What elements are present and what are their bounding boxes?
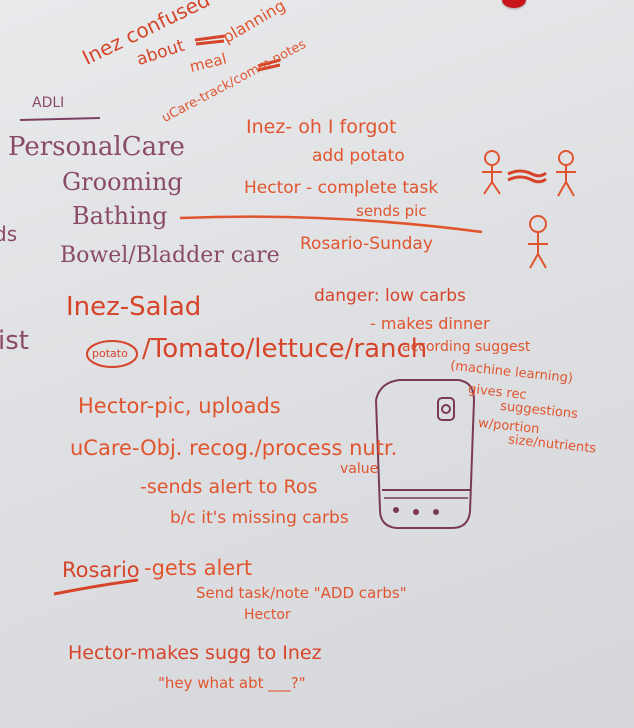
note-add-potato: add potato <box>312 146 405 166</box>
note-danger-low-carbs: danger: low carbs <box>314 286 466 306</box>
category-personal-care: PersonalCare <box>8 132 185 162</box>
red-magnet <box>502 0 526 8</box>
rosario-underline <box>53 578 139 596</box>
stick-figure-3 <box>528 215 548 269</box>
note-sends-pic: sends pic <box>356 202 427 220</box>
category-bowel-bladder: Bowel/Bladder care <box>60 243 280 268</box>
note-value: value <box>340 461 379 477</box>
edge-fragment-ist: ist <box>0 326 29 356</box>
note-according-suggest: according suggest <box>402 339 531 355</box>
device-drawing <box>374 379 476 529</box>
category-grooming: Grooming <box>62 168 183 196</box>
note-inez-salad: Inez-Salad <box>66 292 202 322</box>
note-hector-pic-uploads: Hector-pic, uploads <box>78 394 281 418</box>
note-rosario: Rosario <box>62 558 140 582</box>
stick-figure-2 <box>556 150 576 197</box>
note-gets-alert: -gets alert <box>144 556 253 580</box>
adli-heading: ADLI <box>32 95 65 111</box>
stick-figure-1 <box>482 150 502 195</box>
note-makes-dinner: - makes dinner <box>370 314 490 333</box>
scribble-2 <box>257 58 281 72</box>
note-ingredients: /Tomato/lettuce/ranch <box>142 334 428 364</box>
wave-scribble <box>507 169 547 184</box>
note-sends-alert: -sends alert to Ros <box>140 476 318 498</box>
note-ucare-obj-recog: uCare-Obj. recog./process nutr. <box>70 436 398 460</box>
note-send-task: Send task/note "ADD carbs" <box>196 584 407 602</box>
note-inez-forgot: Inez- oh I forgot <box>246 116 397 138</box>
separator-line <box>179 215 483 234</box>
note-rosario-sunday: Rosario-Sunday <box>300 234 433 254</box>
note-missing-carbs: b/c it's missing carbs <box>170 508 349 528</box>
note-hey-what-abt: "hey what abt ___?" <box>158 674 306 692</box>
note-hector-complete: Hector - complete task <box>244 178 439 198</box>
category-bathing: Bathing <box>72 202 168 230</box>
note-hector: Hector <box>244 607 291 623</box>
adli-underline <box>19 117 101 121</box>
edge-fragment-ds: ds <box>0 222 18 246</box>
note-potato: potato <box>92 347 128 360</box>
note-hector-makes-sugg: Hector-makes sugg to Inez <box>68 642 322 664</box>
potato-circle <box>86 340 138 368</box>
scribble-1 <box>194 34 226 46</box>
